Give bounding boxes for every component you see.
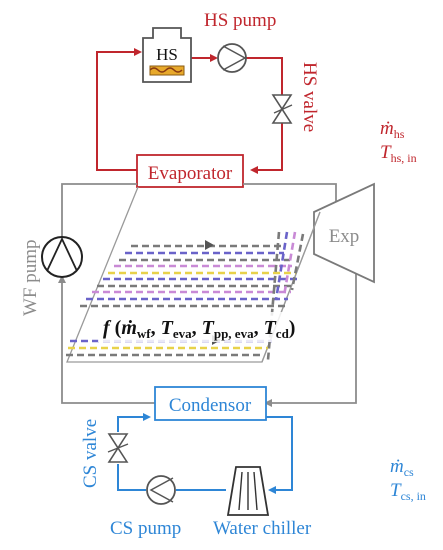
hs-pipe-left bbox=[96, 48, 142, 171]
expander[interactable]: Exp bbox=[313, 182, 375, 284]
svg-text:ṁcs: ṁcs bbox=[390, 456, 414, 479]
cs-pipe-pump-to-valve bbox=[117, 464, 146, 491]
wf-pipe-pump-to-evap bbox=[61, 183, 137, 237]
func-teva-sym: T bbox=[161, 317, 174, 339]
func-tcd-sub: cd bbox=[276, 326, 290, 341]
wf-pipe-cond-to-pump bbox=[58, 275, 155, 404]
t-cs-symbol: T bbox=[390, 480, 402, 501]
cs-pump[interactable] bbox=[146, 475, 176, 505]
mdot-hs-sub: hs bbox=[394, 127, 405, 141]
evaporator[interactable]: Evaporator bbox=[136, 154, 244, 188]
t-hs-symbol: T bbox=[380, 142, 392, 163]
hs-pipe-right bbox=[246, 57, 283, 174]
hs-valve[interactable] bbox=[271, 94, 293, 124]
mdot-cs-symbol: ṁ bbox=[390, 456, 404, 477]
wf-pump[interactable] bbox=[41, 236, 83, 278]
water-chiller-label: Water chiller bbox=[213, 518, 312, 539]
t-cs-sub: cs, in bbox=[401, 489, 426, 503]
mdot-hs-symbol: ṁ bbox=[380, 118, 394, 139]
hs-pump-label: HS pump bbox=[204, 10, 276, 31]
cs-pipe-valve-to-cond bbox=[117, 413, 151, 432]
condenser[interactable]: Condensor bbox=[154, 386, 267, 421]
func-teva-sub: eva bbox=[173, 326, 192, 341]
sweep-line-17 bbox=[290, 233, 305, 291]
function-label: f (ṁwf, Teva, Tpp, eva, Tcd) bbox=[98, 312, 336, 342]
mdot-cs-sub: cs bbox=[404, 465, 414, 479]
svg-text:Ths, in: Ths, in bbox=[380, 142, 417, 165]
cold-source-loop bbox=[117, 413, 293, 494]
evaporator-label: Evaporator bbox=[148, 163, 233, 184]
func-tcd-sym: T bbox=[264, 317, 277, 339]
expander-label: Exp bbox=[329, 226, 360, 247]
func-sep3: , bbox=[254, 317, 264, 339]
hs-tank-label: HS bbox=[156, 45, 178, 64]
func-tpp-sym: T bbox=[202, 317, 215, 339]
func-sep1: , bbox=[151, 317, 161, 339]
cold-side-params: ṁcs Tcs, in bbox=[390, 456, 426, 503]
wf-pump-label: WF pump bbox=[20, 239, 41, 316]
t-hs-sub: hs, in bbox=[391, 151, 417, 165]
svg-text:f (ṁwf, Teva, Tpp, eva,: f (ṁwf, Teva, Tpp, eva, Tcd) bbox=[103, 317, 295, 341]
func-sep2: , bbox=[192, 317, 202, 339]
water-chiller[interactable] bbox=[226, 466, 270, 516]
cs-valve[interactable] bbox=[107, 433, 129, 463]
func-close: ) bbox=[289, 317, 296, 339]
hot-side-params: ṁhs Ths, in bbox=[380, 118, 417, 165]
hs-valve-label: HS valve bbox=[299, 62, 320, 132]
func-tpp-sub: pp, eva bbox=[214, 326, 254, 341]
cs-pipe-cond-to-chiller bbox=[266, 416, 293, 494]
func-f: f bbox=[103, 317, 112, 339]
condenser-label: Condensor bbox=[169, 395, 252, 416]
func-m-sym: ṁ bbox=[121, 317, 137, 339]
svg-text:ṁhs: ṁhs bbox=[380, 118, 405, 141]
hs-pump[interactable] bbox=[217, 43, 247, 73]
svg-text:Tcs, in: Tcs, in bbox=[390, 480, 426, 503]
func-open: ( bbox=[115, 317, 122, 339]
sweep-line-15 bbox=[274, 231, 289, 301]
cs-valve-label: CS valve bbox=[80, 419, 101, 488]
working-fluid-loop bbox=[58, 183, 357, 407]
cs-pump-label: CS pump bbox=[110, 518, 181, 539]
func-m-sub: wf bbox=[137, 326, 151, 341]
sweep-arrow-top bbox=[205, 240, 214, 250]
hs-tank[interactable]: HS bbox=[142, 27, 192, 83]
